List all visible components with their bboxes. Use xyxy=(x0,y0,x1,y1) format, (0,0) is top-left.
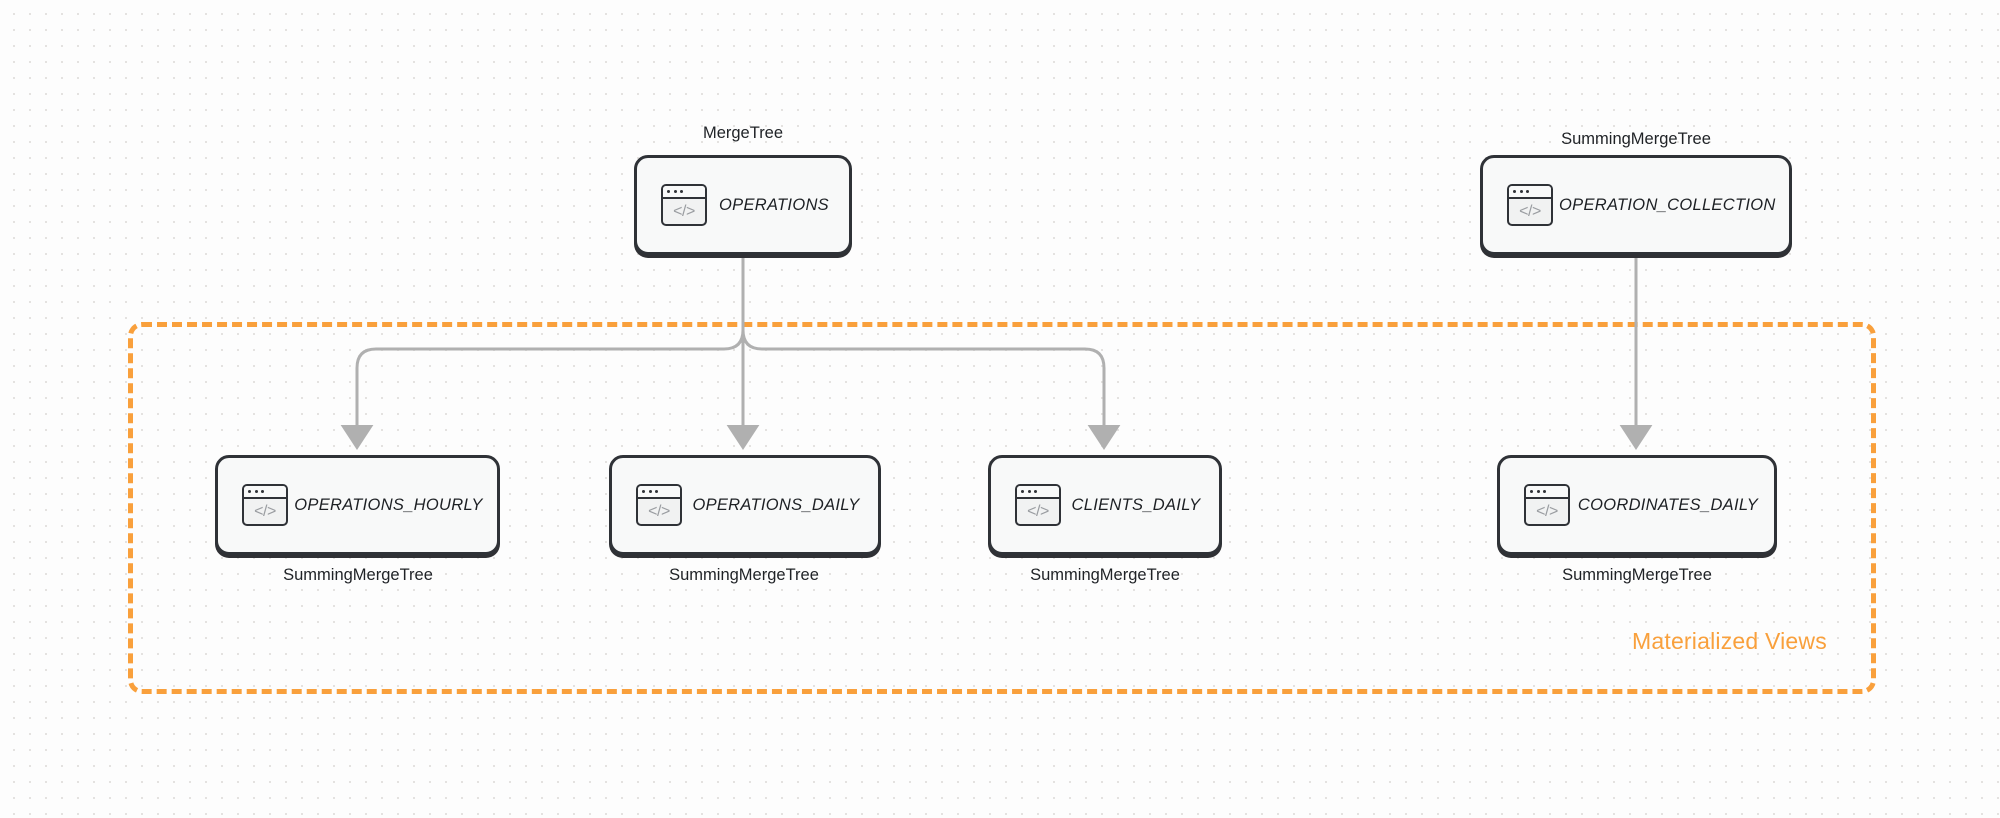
icon-code-glyph: </> xyxy=(673,202,695,220)
node-operations[interactable]: </> OPERATIONS xyxy=(634,155,852,255)
icon-code-glyph: </> xyxy=(1027,502,1049,520)
node-coordinates-daily[interactable]: </> COORDINATES_DAILY xyxy=(1497,455,1777,555)
icon-dot-2 xyxy=(673,189,677,193)
icon-title-bar xyxy=(638,486,680,499)
icon-dot-2 xyxy=(1519,189,1523,193)
node-label: CLIENTS_DAILY xyxy=(1071,495,1201,514)
engine-label-operations: MergeTree xyxy=(702,124,784,142)
icon-code-glyph: </> xyxy=(648,502,670,520)
node-label: OPERATION_COLLECTION xyxy=(1559,195,1776,214)
icon-title-bar xyxy=(244,486,286,499)
icon-code-glyph: </> xyxy=(254,502,276,520)
node-label: OPERATIONS xyxy=(719,195,829,214)
node-label: OPERATIONS_HOURLY xyxy=(294,495,483,514)
icon-dot-1 xyxy=(667,189,671,193)
icon-title-bar xyxy=(663,186,705,199)
engine-label-operations-hourly: SummingMergeTree xyxy=(283,566,433,584)
engine-label-clients-daily: SummingMergeTree xyxy=(1030,566,1180,584)
icon-dot-3 xyxy=(1034,489,1038,493)
icon-title-bar xyxy=(1017,486,1059,499)
icon-dot-1 xyxy=(642,489,646,493)
node-clients-daily[interactable]: </> CLIENTS_DAILY xyxy=(988,455,1222,555)
icon-dot-1 xyxy=(248,489,252,493)
code-window-icon: </> xyxy=(661,184,707,226)
code-window-icon: </> xyxy=(1015,484,1061,526)
node-operations-hourly[interactable]: </> OPERATIONS_HOURLY xyxy=(215,455,500,555)
icon-dot-1 xyxy=(1021,489,1025,493)
code-window-icon: </> xyxy=(636,484,682,526)
icon-dot-2 xyxy=(254,489,258,493)
code-window-icon: </> xyxy=(1524,484,1570,526)
icon-dot-2 xyxy=(1027,489,1031,493)
icon-dot-2 xyxy=(648,489,652,493)
icon-dot-3 xyxy=(1526,189,1530,193)
code-window-icon: </> xyxy=(1507,184,1553,226)
icon-dot-3 xyxy=(261,489,265,493)
engine-label-operation-collection: SummingMergeTree xyxy=(1561,130,1711,148)
icon-dot-1 xyxy=(1513,189,1517,193)
icon-dot-3 xyxy=(680,189,684,193)
engine-label-coordinates-daily: SummingMergeTree xyxy=(1562,566,1712,584)
icon-dot-3 xyxy=(1543,489,1547,493)
icon-dot-1 xyxy=(1530,489,1534,493)
icon-code-glyph: </> xyxy=(1519,202,1541,220)
icon-dot-3 xyxy=(655,489,659,493)
icon-title-bar xyxy=(1526,486,1568,499)
icon-title-bar xyxy=(1509,186,1551,199)
node-operations-daily[interactable]: </> OPERATIONS_DAILY xyxy=(609,455,881,555)
node-label: COORDINATES_DAILY xyxy=(1577,495,1759,514)
code-window-icon: </> xyxy=(242,484,288,526)
materialized-views-group-label: Materialized Views xyxy=(1632,628,1827,654)
icon-code-glyph: </> xyxy=(1536,502,1558,520)
engine-label-operations-daily: SummingMergeTree xyxy=(669,566,819,584)
node-label: OPERATIONS_DAILY xyxy=(692,495,860,514)
node-operation-collection[interactable]: </> OPERATION_COLLECTION xyxy=(1480,155,1792,255)
icon-dot-2 xyxy=(1536,489,1540,493)
